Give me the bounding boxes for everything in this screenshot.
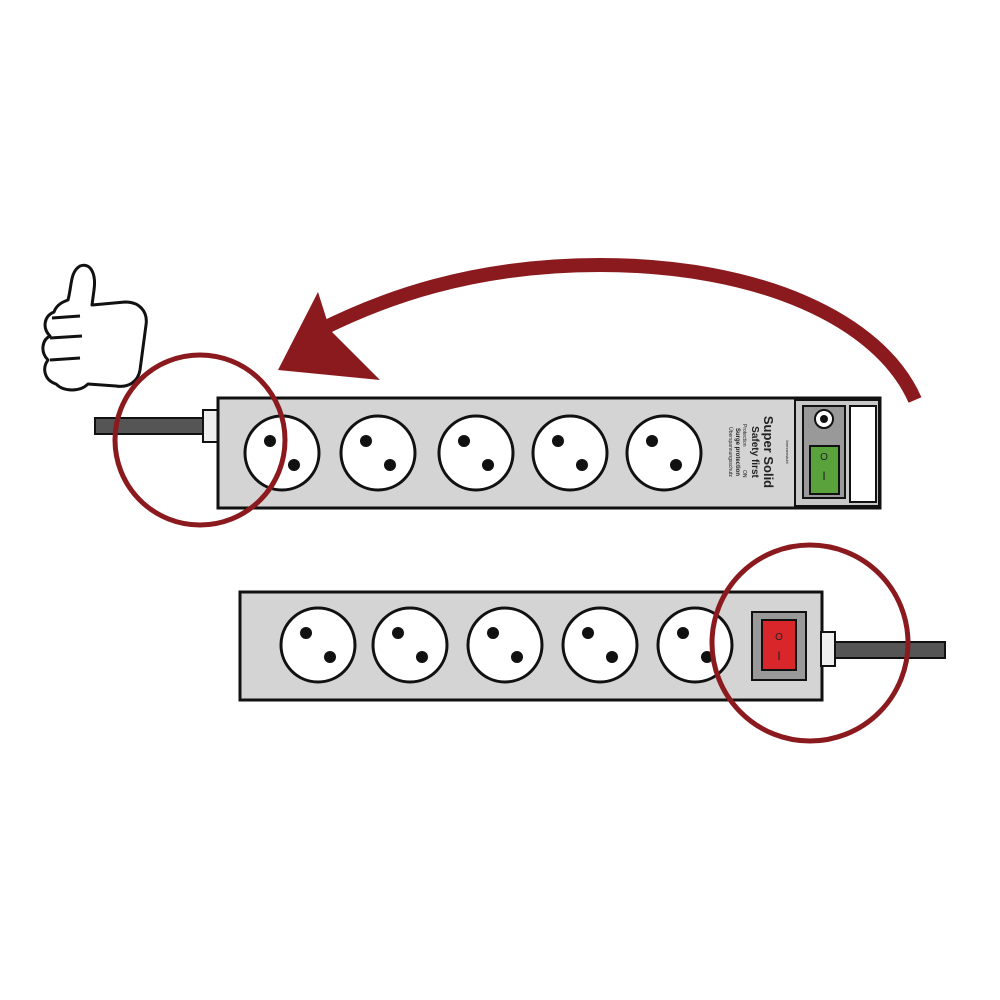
socket-hole — [324, 651, 336, 663]
socket-hole — [670, 459, 682, 471]
socket-hole — [582, 627, 594, 639]
socket-hole — [646, 435, 658, 447]
svg-text:Protection: Protection — [741, 424, 747, 447]
socket-outlet[interactable] — [371, 606, 449, 684]
socket-hole — [552, 435, 564, 447]
power-cable — [834, 641, 946, 659]
svg-text:Safety first: Safety first — [749, 426, 760, 478]
socket-outlet[interactable] — [531, 414, 609, 492]
switch-on-label: I — [777, 649, 780, 663]
socket-hole — [511, 651, 523, 663]
socket-outlet[interactable] — [437, 414, 515, 492]
socket-outlet[interactable] — [279, 606, 357, 684]
switch-on-label: I — [822, 469, 825, 483]
socket-outlet[interactable] — [625, 414, 703, 492]
socket-hole — [392, 627, 404, 639]
socket-outlet[interactable] — [561, 606, 639, 684]
socket-hole — [487, 627, 499, 639]
thumbs-up-icon — [41, 263, 148, 392]
svg-text:ON: ON — [741, 470, 747, 478]
arrow-icon — [278, 257, 922, 403]
strip-label: Super Solid Safety first Protection ON S… — [727, 416, 790, 488]
socket-hole — [606, 651, 618, 663]
socket-hole — [288, 459, 300, 471]
cable-strain-relief — [820, 631, 836, 667]
top-power-strip: O I Super Solid Safety first Protection … — [216, 396, 882, 510]
socket-hole — [458, 435, 470, 447]
svg-text:Super Solid: Super Solid — [761, 416, 776, 488]
highlight-circle — [112, 352, 288, 528]
svg-text:Surge protection: Surge protection — [734, 428, 740, 476]
highlight-circle — [709, 542, 911, 744]
socket-hole — [482, 459, 494, 471]
socket-hole — [384, 459, 396, 471]
red-power-switch[interactable] — [761, 619, 797, 671]
switch-off-label: O — [820, 452, 828, 463]
socket-hole — [264, 435, 276, 447]
svg-text:brennenstuhl: brennenstuhl — [785, 440, 790, 463]
socket-outlet[interactable] — [656, 606, 734, 684]
svg-text:Überspannungsschutz: Überspannungsschutz — [727, 427, 734, 477]
socket-outlet[interactable] — [466, 606, 544, 684]
socket-hole — [416, 651, 428, 663]
socket-hole — [576, 459, 588, 471]
bottom-power-strip: O I — [238, 590, 824, 702]
socket-outlet[interactable] — [339, 414, 417, 492]
socket-hole — [300, 627, 312, 639]
green-power-switch[interactable] — [809, 445, 840, 495]
power-cable — [94, 417, 206, 435]
socket-hole — [701, 651, 713, 663]
socket-hole — [677, 627, 689, 639]
socket-hole — [360, 435, 372, 447]
switch-off-label: O — [775, 632, 783, 643]
